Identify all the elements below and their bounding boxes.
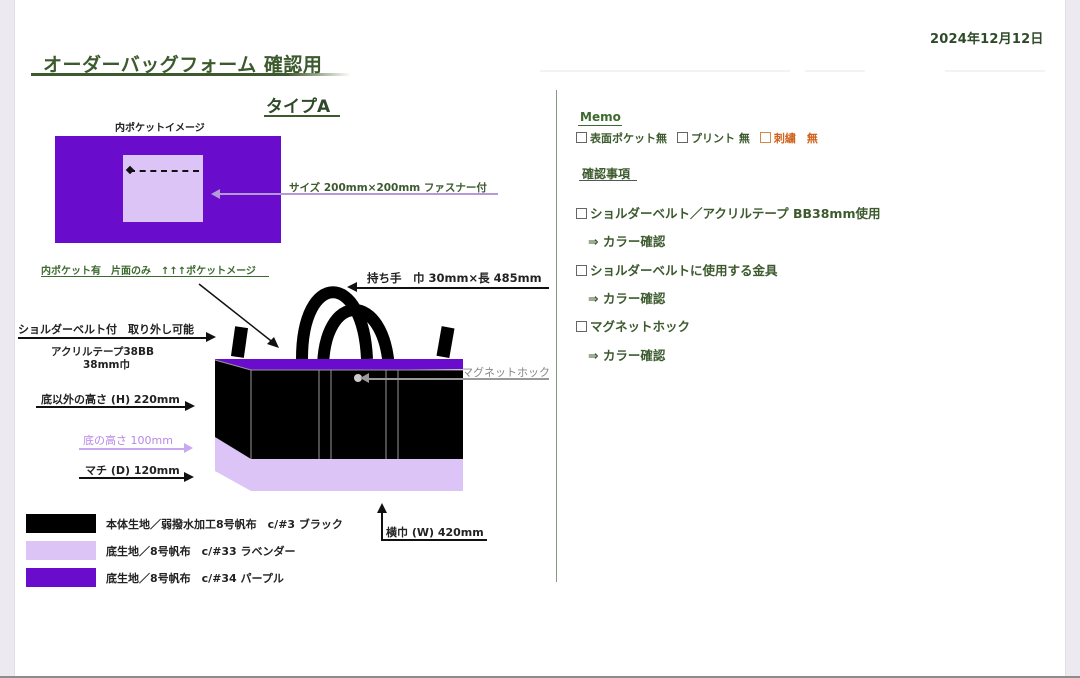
- faded-header-line: [945, 70, 1045, 72]
- height-bottom-arrow: [79, 448, 185, 450]
- memo-item-embroidery[interactable]: 刺繍 無: [759, 130, 818, 146]
- arrow-right-icon: [206, 332, 216, 342]
- legend-item: 底生地／8号帆布 c/#34 パープル: [26, 568, 343, 587]
- bottom-border: [0, 676, 1080, 678]
- confirm-item-label: ショルダーベルトに使用する金具: [590, 263, 778, 278]
- bag-illustration: [214, 286, 463, 491]
- confirm-item[interactable]: ショルダーベルト／アクリルテープ BB38mm使用: [576, 203, 880, 222]
- gusset-arrow: [79, 477, 185, 479]
- magnet-label: マグネットホック: [462, 366, 550, 379]
- acrylic-tape-width: 38mm巾: [83, 359, 130, 371]
- inner-pocket-underline: [41, 276, 269, 277]
- confirm-item[interactable]: ショルダーベルトに使用する金具: [576, 260, 778, 279]
- faded-header-line: [540, 70, 790, 72]
- height-bottom-label: 底の高さ 100mm: [83, 434, 173, 447]
- memo-item-label: プリント 無: [691, 132, 750, 145]
- arrow-left-icon: [347, 282, 357, 292]
- zipper-line: [129, 170, 199, 172]
- arrow-up-icon: [377, 503, 387, 513]
- memo-underline: [578, 125, 622, 126]
- pocket-image-label: 内ポケットイメージ: [115, 123, 205, 134]
- confirm-underline: [579, 180, 637, 181]
- arrow-left-icon: [360, 373, 369, 383]
- checkbox[interactable]: [677, 132, 688, 143]
- shoulder-belt-label: ショルダーベルト付 取り外し可能: [18, 323, 194, 336]
- bag-rim-purple: [215, 359, 463, 371]
- legend-label: 本体生地／弱撥水加工8号帆布 c/#3 ブラック: [106, 517, 343, 531]
- handle-back: [296, 286, 373, 360]
- arrow-right-icon: [184, 472, 194, 482]
- height-body-label: 底以外の高さ (H) 220mm: [41, 393, 180, 406]
- checkbox[interactable]: [576, 321, 587, 332]
- width-label: 横巾 (W) 420mm: [386, 526, 484, 539]
- shoulder-belt-arrow: [18, 337, 208, 339]
- memo-title: Memo: [580, 110, 621, 124]
- form-page: 2024年12月12日 オーダーバッグフォーム 確認用 タイプA 内ポケットイメ…: [14, 0, 1066, 676]
- type-underline: [264, 115, 340, 117]
- column-divider: [556, 90, 557, 582]
- confirm-item-label: マグネットホック: [590, 319, 691, 334]
- legend-item: 底生地／8号帆布 c/#33 ラベンダー: [26, 541, 343, 560]
- inner-pocket: [123, 155, 203, 222]
- confirm-sub: ⇒ カラー確認: [588, 291, 666, 306]
- shoulder-tab-left: [230, 326, 249, 358]
- arrow-left-icon: [211, 189, 220, 199]
- confirm-item[interactable]: マグネットホック: [576, 316, 690, 335]
- confirm-item-label: ショルダーベルト／アクリルテープ BB38mm使用: [590, 206, 881, 221]
- width-underline: [381, 539, 487, 541]
- acrylic-tape-label: アクリルテープ38BB: [51, 346, 154, 358]
- checkbox[interactable]: [576, 208, 587, 219]
- legend-label: 底生地／8号帆布 c/#33 ラベンダー: [106, 544, 296, 558]
- swatch-black: [26, 514, 96, 533]
- height-body-arrow: [36, 406, 186, 408]
- checkbox[interactable]: [576, 265, 587, 276]
- bag-side: [215, 360, 251, 459]
- arrow-right-icon: [184, 443, 193, 453]
- checkbox[interactable]: [759, 132, 771, 143]
- handle-spec: 持ち手 巾 30mm×長 485mm: [367, 271, 542, 285]
- legend-label: 底生地／8号帆布 c/#34 パープル: [106, 571, 284, 585]
- memo-item-front-pocket[interactable]: 表面ポケット無: [576, 130, 667, 146]
- inner-pocket-pointer-arrow: [198, 283, 279, 348]
- pocket-size-label: サイズ 200mm×200mm ファスナー付: [289, 182, 487, 194]
- gusset-label: マチ (D) 120mm: [85, 464, 180, 477]
- legend-item: 本体生地／弱撥水加工8号帆布 c/#3 ブラック: [26, 514, 343, 533]
- memo-item-label: 表面ポケット無: [590, 132, 667, 145]
- swatch-lavender: [26, 541, 96, 560]
- width-arrow-stem: [381, 512, 383, 540]
- handle-arrow: [355, 287, 549, 289]
- memo-item-print[interactable]: プリント 無: [677, 130, 750, 146]
- memo-options: 表面ポケット無 プリント 無 刺繍 無: [576, 130, 818, 146]
- confirm-sub: ⇒ カラー確認: [588, 348, 666, 363]
- arrow-right-icon: [185, 401, 195, 411]
- magnet-arrow: [368, 378, 549, 380]
- bag-bottom-lavender: [215, 437, 463, 491]
- form-date: 2024年12月12日: [930, 32, 1044, 47]
- title-underline: [31, 73, 351, 76]
- faded-header-line: [805, 70, 865, 72]
- confirm-sub: ⇒ カラー確認: [588, 234, 666, 249]
- type-label: タイプA: [266, 97, 331, 117]
- confirm-title: 確認事項: [582, 167, 631, 181]
- pocket-size-arrow: [218, 193, 498, 195]
- bag-front: [251, 370, 463, 459]
- shoulder-tab-right: [436, 326, 455, 358]
- handle-front: [317, 304, 395, 371]
- page-title: オーダーバッグフォーム 確認用: [43, 54, 323, 76]
- checkbox[interactable]: [576, 132, 587, 143]
- inner-pocket-note: 内ポケット有 片面のみ ↑↑↑ポケットメージ: [41, 266, 256, 277]
- memo-item-label: 刺繍 無: [773, 132, 818, 145]
- swatch-purple: [26, 568, 96, 587]
- color-legend: 本体生地／弱撥水加工8号帆布 c/#3 ブラック 底生地／8号帆布 c/#33 …: [26, 514, 343, 587]
